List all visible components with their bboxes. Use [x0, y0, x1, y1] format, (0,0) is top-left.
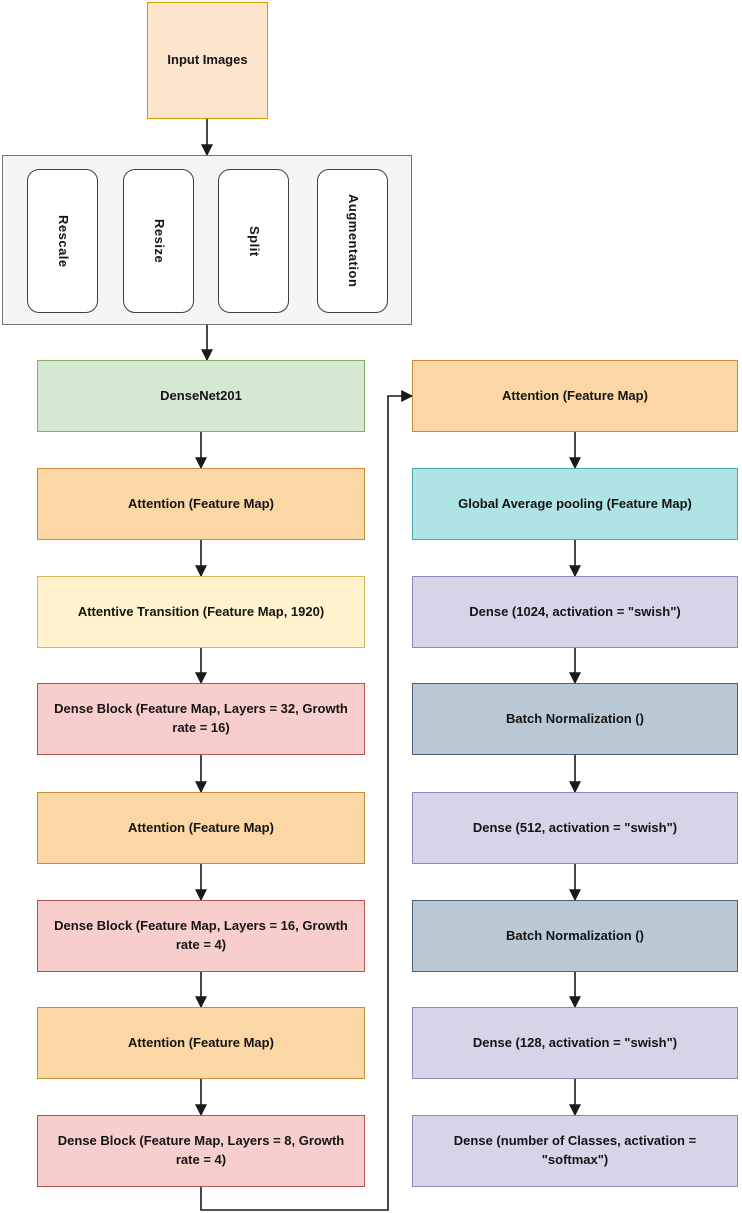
attention-node-label: Attention (Feature Map): [128, 495, 274, 511]
dense-512-node: Dense (512, activation = "swish"): [412, 792, 738, 864]
dense-softmax-node: Dense (number of Classes, activation = "…: [412, 1115, 738, 1187]
resize-step-node-label: Resize: [151, 218, 167, 264]
split-step-node-label: Split: [246, 225, 262, 257]
input-images-node: Input Images: [147, 2, 268, 119]
attention-node: Attention (Feature Map): [37, 1007, 365, 1079]
attention-node-label: Attention (Feature Map): [502, 387, 648, 403]
batch-normalization-node-label: Batch Normalization (): [506, 927, 644, 943]
dense-block-16-node: Dense Block (Feature Map, Layers = 16, G…: [37, 900, 365, 972]
augmentation-step-node: Augmentation: [317, 169, 388, 313]
attention-node: Attention (Feature Map): [37, 792, 365, 864]
dense-128-node-label: Dense (128, activation = "swish"): [472, 1034, 678, 1050]
dense-block-8-node: Dense Block (Feature Map, Layers = 8, Gr…: [37, 1115, 365, 1187]
attention-node-label: Attention (Feature Map): [128, 1034, 274, 1050]
dense-block-8-node-label: Dense Block (Feature Map, Layers = 8, Gr…: [57, 1133, 345, 1167]
split-step-node: Split: [218, 169, 289, 313]
augmentation-step-node-label: Augmentation: [345, 194, 361, 288]
attention-node: Attention (Feature Map): [37, 468, 365, 540]
rescale-step-node-label: Rescale: [55, 214, 71, 268]
dense-block-32-node-label: Dense Block (Feature Map, Layers = 32, G…: [54, 701, 348, 735]
attentive-transition-node: Attentive Transition (Feature Map, 1920): [37, 576, 365, 648]
batch-normalization-node: Batch Normalization (): [412, 900, 738, 972]
attentive-transition-node-label: Attentive Transition (Feature Map, 1920): [77, 603, 325, 619]
densenet201-node-label: DenseNet201: [160, 387, 242, 403]
dense-1024-node: Dense (1024, activation = "swish"): [412, 576, 738, 648]
batch-normalization-node-label: Batch Normalization (): [506, 710, 644, 726]
global-average-pooling-node-label: Global Average pooling (Feature Map): [458, 495, 692, 511]
attention-node: Attention (Feature Map): [412, 360, 738, 432]
batch-normalization-node: Batch Normalization (): [412, 683, 738, 755]
densenet201-node: DenseNet201: [37, 360, 365, 432]
dense-1024-node-label: Dense (1024, activation = "swish"): [469, 603, 681, 619]
dense-softmax-node-label: Dense (number of Classes, activation = "…: [453, 1133, 697, 1167]
input-images-node-label: Input Images: [167, 52, 248, 68]
dense-512-node-label: Dense (512, activation = "swish"): [472, 819, 678, 835]
global-average-pooling-node: Global Average pooling (Feature Map): [412, 468, 738, 540]
rescale-step-node: Rescale: [27, 169, 98, 313]
resize-step-node: Resize: [123, 169, 194, 313]
dense-block-16-node-label: Dense Block (Feature Map, Layers = 16, G…: [54, 918, 348, 952]
dense-block-32-node: Dense Block (Feature Map, Layers = 32, G…: [37, 683, 365, 755]
attention-node-label: Attention (Feature Map): [128, 819, 274, 835]
dense-128-node: Dense (128, activation = "swish"): [412, 1007, 738, 1079]
